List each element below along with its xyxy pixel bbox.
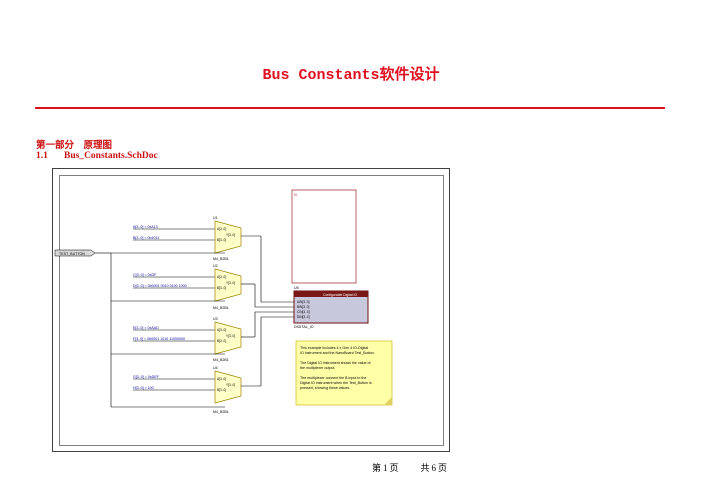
note-line: IO instrument and the NanoBoard Test_But…: [300, 351, 375, 355]
pin-din: DIN[3..0]: [297, 315, 310, 319]
bus-b-label: F[3..0] = 0b0001 1010 11000000: [133, 337, 185, 341]
bus-b-label: B[3..0] = 0b1011: [133, 236, 159, 240]
part-name: M4_B2B1: [213, 306, 229, 310]
digital-io-designator: U5: [294, 286, 299, 290]
test-button-port: [54, 249, 96, 257]
bus-b-label: D[3..0] = 0b0001 0010 0100 1000: [133, 284, 187, 288]
schematic-sheet: TEST_BUTTON A[3..0] = 0xA13 B[3..0] = 0b…: [52, 168, 450, 452]
note-line: Digital IO instrument when the Test_Butt…: [300, 381, 372, 385]
designator: U3: [213, 317, 218, 321]
total-prefix: 共: [420, 463, 430, 473]
mux-u4: G[3..0] = 0xDEF H[3..0] = 100 U4 A[3..0]…: [111, 366, 261, 414]
subsection-number: 1.1: [36, 151, 48, 161]
note-line: The multiplexer connect the B input to t…: [300, 376, 366, 380]
pin-b: B[3..0]: [217, 286, 226, 290]
digital-io-header: Configurable Digital IO: [323, 293, 357, 297]
pin-a: A[3..0]: [217, 275, 226, 279]
note-line: pressed, showing these values.: [300, 386, 350, 390]
pin-cin: CIN[3..0]: [297, 310, 310, 314]
title-divider: [35, 107, 665, 109]
port-label: TEST_BUTTON: [59, 252, 85, 256]
bus-a-label: G[3..0] = 0xDEF: [133, 375, 160, 379]
pin-bin: BIN[3..0]: [297, 305, 310, 309]
subsection-title: Bus_Constants.SchDoc: [64, 151, 158, 161]
sheet-symbol-box: [291, 189, 357, 284]
pin-a: A[3..0]: [217, 328, 226, 332]
mux-u2: C[3..0] = 0xDF D[3..0] = 0b0001 0010 010…: [111, 264, 255, 310]
page-prefix: 第: [372, 463, 382, 473]
bus-b-label: H[3..0] = 100: [133, 386, 154, 390]
section-heading: 第一部分 原理图: [36, 141, 113, 151]
schematic-border: [59, 175, 444, 446]
designator: U4: [213, 366, 218, 370]
part-name: M4_B2B1: [213, 358, 229, 362]
digital-io-part: DIGITAL_IO: [294, 325, 314, 329]
note-box: This example includes 4 x Gen 4 IO-Digit…: [295, 340, 393, 406]
note-line: This example includes 4 x Gen 4 IO-Digit…: [300, 346, 368, 350]
designator: U1: [213, 216, 218, 220]
pin-a: A[3..0]: [217, 377, 226, 381]
schematic-drawing: TEST_BUTTON A[3..0] = 0xA13 B[3..0] = 0b…: [54, 189, 393, 414]
pin-ain: AIN[3..0]: [297, 300, 310, 304]
mux-u1: A[3..0] = 0xA13 B[3..0] = 0b1011 U1 A[3.…: [111, 216, 261, 261]
bus-a-label: C[3..0] = 0xDF: [133, 273, 157, 277]
page-total: 6: [431, 463, 437, 473]
page-suffix: 页: [389, 463, 399, 473]
digital-io-block: U5 Configurable Digital IO AIN[3..0] BIN…: [293, 286, 369, 329]
bus-a-label: A[3..0] = 0xA13: [133, 225, 158, 229]
note-line: The Digital IO instrument shows the valu…: [300, 361, 371, 365]
pin-b: B[3..0]: [217, 238, 226, 242]
pin-y: Y[3..0]: [226, 233, 235, 237]
sheet-symbol-label: N: [294, 193, 297, 197]
pin-b: B[3..0]: [217, 388, 226, 392]
note-line: the multiplexer output.: [300, 366, 335, 370]
page-current: 1: [383, 463, 388, 473]
part-name: M4_B2B1: [213, 410, 229, 414]
pin-y: Y[3..0]: [226, 281, 235, 285]
part-name: M4_B2B1: [213, 257, 229, 261]
document-title: Bus Constants软件设计: [262, 67, 440, 84]
total-suffix: 页: [438, 463, 448, 473]
pin-y: Y[3..0]: [226, 334, 235, 338]
bus-a-label: E[3..0] = 0xAAD: [133, 326, 159, 330]
pin-y: Y[3..0]: [226, 383, 235, 387]
pin-b: B[3..0]: [217, 339, 226, 343]
mux-u3: E[3..0] = 0xAAD F[3..0] = 0b0001 1010 11…: [111, 317, 255, 362]
pin-a: A[3..0]: [217, 227, 226, 231]
designator: U2: [213, 264, 218, 268]
